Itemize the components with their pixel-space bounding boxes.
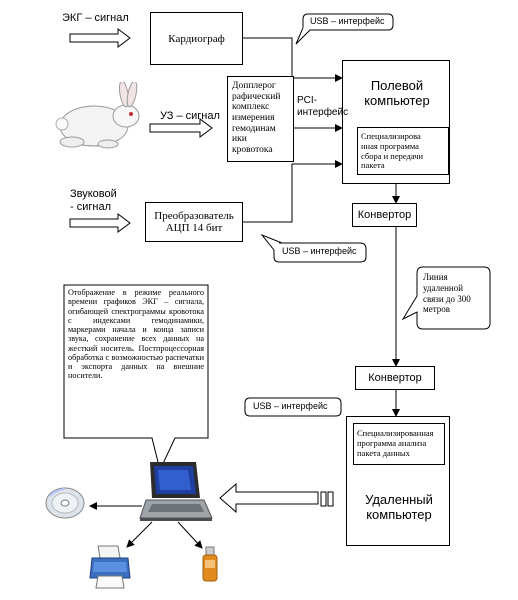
remote-program-label: Специализированная программа анализа пак… (357, 428, 434, 458)
cable-plug-icon (320, 491, 334, 507)
sound-signal-label: Звуковой - сигнал (70, 188, 117, 213)
line-text: Линия удаленной связи до 300 метров (423, 272, 471, 315)
adc-label: Преобразователь АЦП 14 бит (154, 210, 234, 234)
rabbit-image (55, 82, 140, 149)
us-signal-label: УЗ – сигнал (160, 110, 220, 122)
converter-bottom-block: Конвертор (355, 366, 435, 390)
ecg-signal-label: ЭКГ – сигнал (62, 12, 129, 24)
usb-drive-icon (202, 546, 218, 582)
printer-icon (89, 545, 131, 589)
converter-top-block: Конвертор (352, 203, 417, 227)
pci-interface-text: PCI- интерфейс (297, 95, 349, 118)
converter-bottom-label: Конвертор (368, 372, 422, 384)
remote-to-laptop-arrow (219, 482, 319, 514)
field-pc-block: Полевой компьютер Специализирова нная пр… (342, 60, 450, 184)
remote-pc-label: Удаленный компьютер (365, 492, 433, 522)
adc-to-pc-line (243, 160, 343, 223)
disc-icon (45, 487, 85, 519)
cardiograph-block: Кардиограф (150, 12, 243, 65)
adc-block: Преобразователь АЦП 14 бит (145, 202, 243, 242)
field-program-label: Специализирова нная программа сбора и пе… (361, 131, 424, 171)
usb-top-text: USB – интерфейс (310, 16, 385, 26)
display-text: Отображение в режиме реального времени г… (68, 288, 204, 381)
ecg-input-arrow (69, 28, 131, 48)
field-program-box: Специализирова нная программа сбора и пе… (357, 127, 449, 175)
doppler-block: Допплерог рафический комплекс измерения … (227, 76, 294, 162)
doppler-label: Допплерог рафический комплекс измерения … (232, 81, 281, 155)
cardiograph-label: Кардиограф (168, 32, 225, 45)
converter-top-label: Конвертор (357, 209, 412, 221)
sound-input-arrow (69, 213, 131, 233)
usb-bottom-text: USB – интерфейс (253, 401, 328, 411)
field-pc-label: Полевой компьютер (364, 78, 430, 108)
remote-pc-block: Специализированная программа анализа пак… (346, 416, 450, 546)
usb-mid-text: USB – интерфейс (282, 246, 357, 256)
remote-program-box: Специализированная программа анализа пак… (353, 423, 445, 465)
laptop-icon (139, 462, 213, 521)
cardiograph-to-pc-line (243, 37, 343, 82)
